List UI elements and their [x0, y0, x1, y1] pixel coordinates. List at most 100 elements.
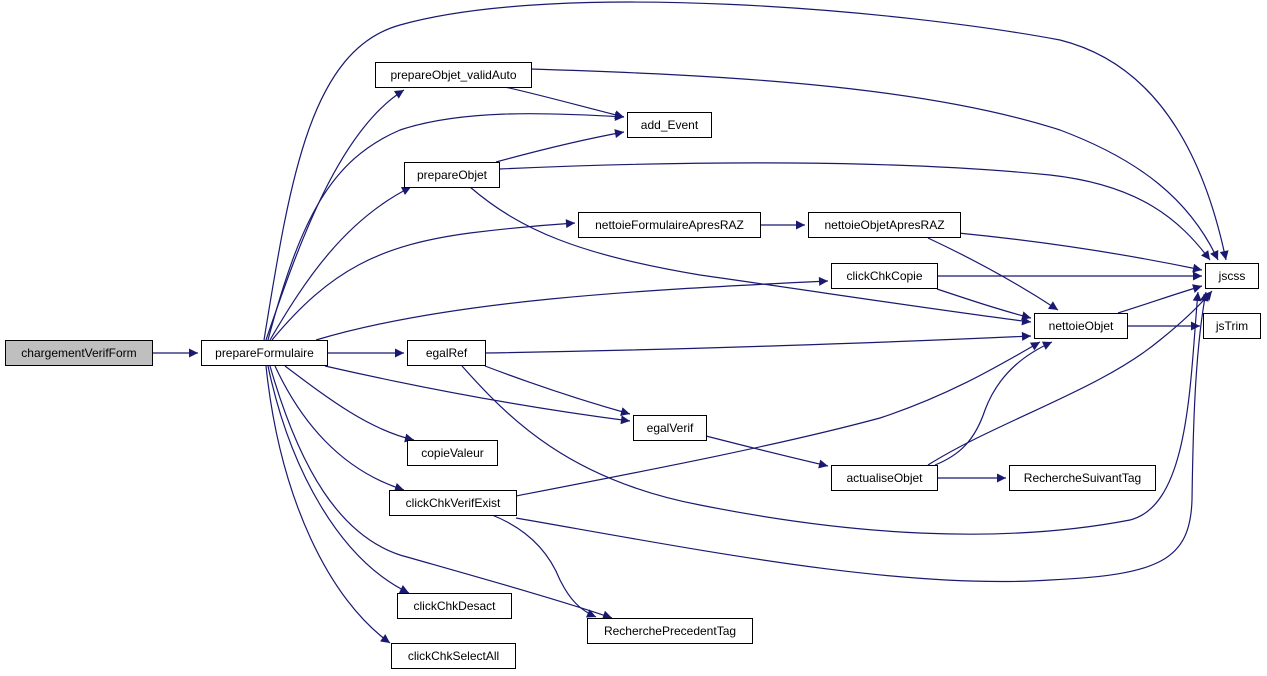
edge-line — [263, 1, 1229, 341]
node-box[interactable] — [1009, 465, 1156, 491]
edge-nettoieObjet-to-jscss — [1117, 284, 1203, 314]
edge-clickChkVerifExist-to-nettoieObjet — [515, 341, 1041, 497]
edge-line — [274, 365, 405, 492]
node-prepareFormulaire[interactable]: prepareFormulaire — [201, 340, 328, 366]
edge-line — [530, 68, 1219, 261]
node-label: nettoieFormulaireApresRAZ — [595, 218, 744, 232]
edge-egalRef-to-jscss — [461, 291, 1202, 535]
node-label: clickChkCopie — [846, 269, 922, 283]
node-label: jsTrim — [1215, 319, 1248, 333]
node-RecherchePrecedentTag[interactable]: RecherchePrecedentTag — [587, 618, 753, 644]
node-label: prepareObjet — [417, 168, 488, 182]
node-label: clickChkVerifExist — [406, 496, 501, 510]
node-box[interactable] — [404, 162, 500, 188]
node-box[interactable] — [201, 340, 328, 366]
edge-prepareFormulaire-to-jscss — [263, 1, 1229, 341]
node-actualiseObjet[interactable]: actualiseObjet — [831, 465, 938, 491]
node-nettoieObjet[interactable]: nettoieObjet — [1034, 313, 1128, 339]
node-box[interactable] — [5, 340, 153, 366]
node-label: RechercheSuivantTag — [1024, 471, 1141, 485]
edge-prepareFormulaire-to-prepareObjet — [269, 186, 412, 341]
edge-nettoieObjetApresRAZ-to-nettoieObjet — [927, 237, 1059, 311]
edge-line — [1117, 284, 1203, 314]
node-label: actualiseObjet — [846, 471, 923, 485]
node-egalVerif[interactable]: egalVerif — [633, 415, 707, 441]
node-box[interactable] — [391, 643, 516, 669]
node-label: clickChkDesact — [413, 599, 496, 613]
node-box[interactable] — [578, 212, 761, 238]
node-label: jscss — [1218, 269, 1246, 283]
edge-line — [469, 186, 1032, 326]
node-box[interactable] — [831, 263, 938, 289]
node-box[interactable] — [397, 593, 512, 619]
edge-line — [934, 341, 1053, 466]
edge-line — [265, 365, 391, 644]
edge-line — [269, 186, 412, 341]
edge-line — [515, 291, 1209, 583]
node-box[interactable] — [633, 415, 707, 441]
edge-prepareFormulaire-to-clickChkVerifExist — [274, 365, 405, 492]
node-prepareObjet[interactable]: prepareObjet — [404, 162, 500, 188]
node-label: nettoieObjetApresRAZ — [824, 218, 944, 232]
node-nettoieObjetApresRAZ[interactable]: nettoieObjetApresRAZ — [808, 212, 961, 238]
edge-line — [265, 89, 405, 341]
node-box[interactable] — [1034, 313, 1128, 339]
edge-prepareFormulaire-to-RecherchePrecedentTag — [269, 365, 613, 620]
edge-prepareFormulaire-to-clickChkSelectAll — [265, 365, 391, 644]
node-label: egalRef — [426, 346, 468, 360]
node-box[interactable] — [1205, 263, 1259, 289]
edge-actualiseObjet-to-jscss — [927, 290, 1213, 466]
node-label: prepareFormulaire — [215, 346, 314, 360]
edge-line — [484, 365, 631, 416]
edge-prepareFormulaire-to-clickChkCopie — [315, 276, 829, 341]
edge-actualiseObjet-to-nettoieObjet — [934, 341, 1053, 466]
edge-prepareObjet-to-add_Event — [495, 129, 625, 163]
node-clickChkDesact[interactable]: clickChkDesact — [397, 593, 512, 619]
node-label: RecherchePrecedentTag — [604, 624, 736, 638]
node-add_Event[interactable]: add_Event — [627, 112, 712, 138]
edge-prepareFormulaire-to-egalVerif — [324, 365, 631, 425]
node-box[interactable] — [407, 440, 498, 466]
node-label: nettoieObjet — [1049, 319, 1114, 333]
edge-prepareObjet-to-jscss — [498, 162, 1211, 261]
node-box[interactable] — [375, 62, 532, 88]
node-egalRef[interactable]: egalRef — [407, 340, 486, 366]
edge-line — [927, 237, 1059, 311]
node-jsTrim[interactable]: jsTrim — [1203, 313, 1261, 339]
edge-prepareFormulaire-to-nettoieFormulaireApresRAZ — [271, 219, 576, 341]
node-jscss[interactable]: jscss — [1205, 263, 1259, 289]
edge-nettoieObjetApresRAZ-to-jscss — [957, 232, 1203, 273]
edge-line — [705, 435, 829, 469]
edge-line — [324, 365, 631, 425]
node-label: add_Event — [641, 118, 699, 132]
edge-line — [315, 276, 829, 341]
edge-prepareObjet_validAuto-to-jscss — [530, 68, 1219, 261]
node-box[interactable] — [831, 465, 938, 491]
edge-line — [461, 291, 1202, 535]
node-clickChkVerifExist[interactable]: clickChkVerifExist — [389, 490, 517, 516]
node-prepareObjet_validAuto[interactable]: prepareObjet_validAuto — [375, 62, 532, 88]
edge-egalVerif-to-actualiseObjet — [705, 435, 829, 469]
node-box[interactable] — [627, 112, 712, 138]
node-box[interactable] — [587, 618, 753, 644]
node-chargementVerifForm[interactable]: chargementVerifForm — [5, 340, 153, 366]
node-label: copieValeur — [421, 446, 483, 460]
edge-egalRef-to-nettoieObjet — [484, 331, 1032, 354]
edge-prepareFormulaire-to-add_Event — [267, 111, 625, 341]
edge-line — [495, 129, 625, 163]
node-copieValeur[interactable]: copieValeur — [407, 440, 498, 466]
edge-line — [957, 232, 1203, 273]
node-box[interactable] — [407, 340, 486, 366]
node-nettoieFormulaireApresRAZ[interactable]: nettoieFormulaireApresRAZ — [578, 212, 761, 238]
node-clickChkCopie[interactable]: clickChkCopie — [831, 263, 938, 289]
node-box[interactable] — [1203, 313, 1261, 339]
edge-line — [936, 288, 1032, 321]
node-RechercheSuivantTag[interactable]: RechercheSuivantTag — [1009, 465, 1156, 491]
node-clickChkSelectAll[interactable]: clickChkSelectAll — [391, 643, 516, 669]
node-box[interactable] — [389, 490, 517, 516]
node-label: prepareObjet_validAuto — [390, 68, 516, 82]
edge-line — [284, 365, 415, 443]
node-box[interactable] — [808, 212, 961, 238]
edge-prepareObjet-to-nettoieObjet — [469, 186, 1032, 326]
edge-line — [498, 162, 1211, 261]
